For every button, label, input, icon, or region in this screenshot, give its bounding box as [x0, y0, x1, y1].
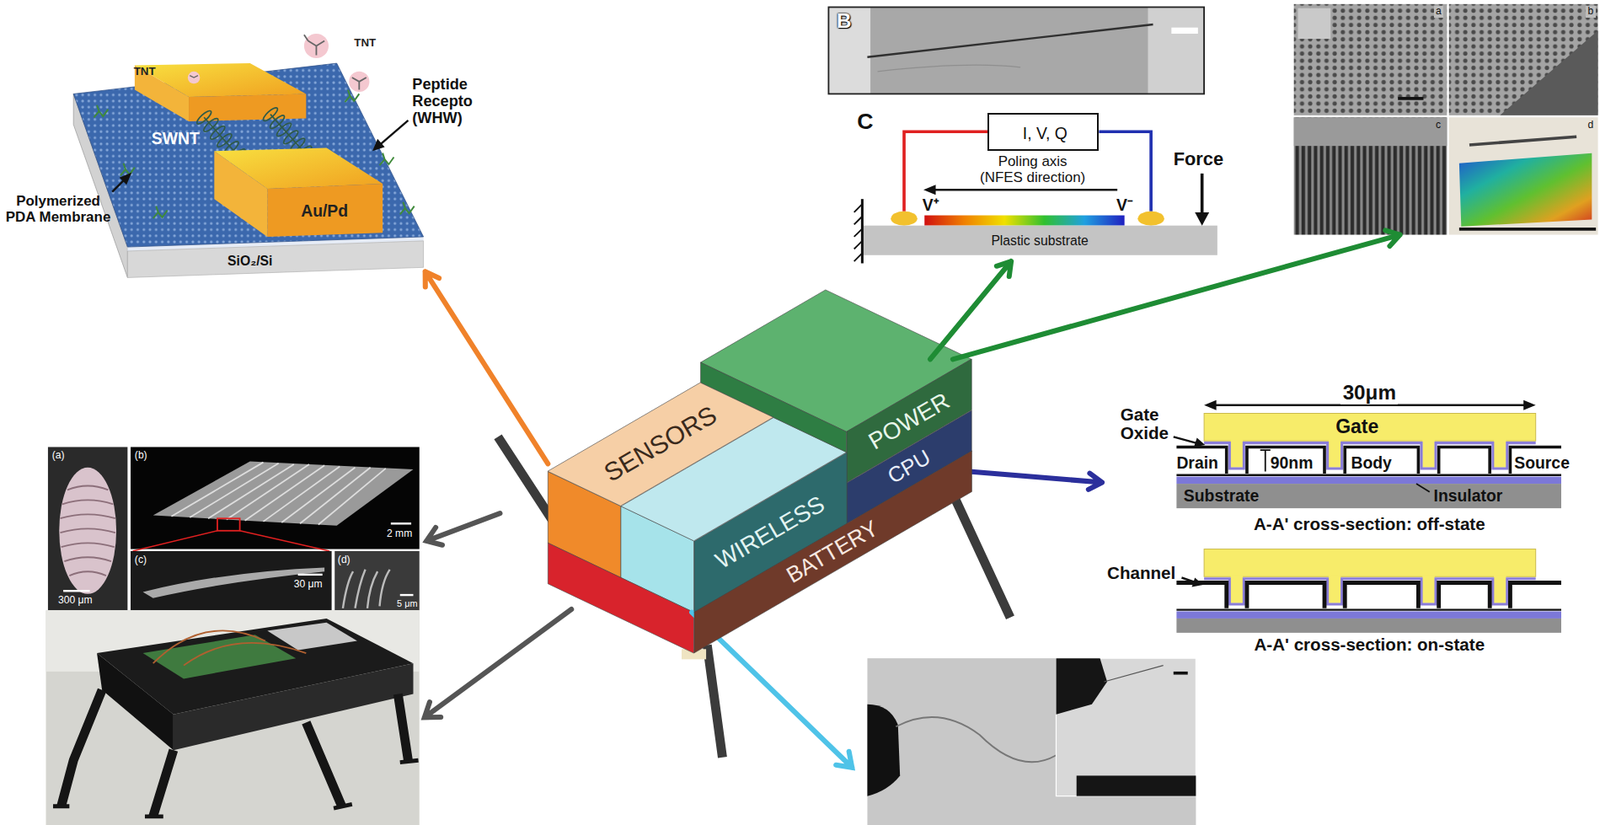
part-label: SWNT — [151, 129, 200, 148]
force-label: Force — [1173, 149, 1224, 170]
panel-letter: c — [1434, 119, 1444, 131]
battery-face: BATTERY — [694, 450, 972, 653]
part-label: Channel — [1107, 563, 1176, 584]
part-label: Substrate — [1183, 486, 1259, 505]
piezo-schematic — [854, 131, 1218, 263]
meter-label: I, V, Q — [1022, 124, 1068, 143]
part-label: SiO₂/Si — [227, 253, 273, 268]
sensors-face: SENSORS — [547, 382, 774, 506]
sem-image — [828, 6, 1205, 94]
part-label: Peptide Recepto (WHW) — [412, 75, 484, 127]
connector-arrow — [971, 471, 1103, 490]
part-label: Polymerized PDA Membrane — [1, 193, 114, 225]
part-label: Insulator — [1434, 486, 1504, 505]
panel-letter: b — [1585, 5, 1596, 17]
transistor-panel: 30μmGate Gate OxideDrain 90nm Body SourceSub… — [1102, 377, 1577, 659]
bio-micrographs — [48, 446, 420, 611]
panel-letter: (c) — [134, 554, 147, 566]
part-label: Source — [1514, 454, 1570, 472]
part-label: Drain — [1176, 454, 1219, 472]
face-fill — [694, 450, 972, 653]
scale-label: 5 μm — [396, 598, 418, 609]
section-caption: A-A' cross-section: off-state — [1253, 514, 1486, 535]
robot-photo — [45, 610, 419, 825]
substrate-label: Plastic substrate — [990, 233, 1088, 248]
sensor-panel: TNT TNT Peptide Recepto (WHW) SWNT Au/Pd Poly… — [1, 28, 487, 272]
connector-arrow — [425, 271, 549, 464]
panel-letter: d — [1585, 119, 1596, 131]
robot-body — [497, 289, 1011, 758]
terminal-label: V⁻ — [1116, 196, 1134, 215]
section-caption: A-A' cross-section: on-state — [1253, 635, 1485, 655]
molecule-label: TNT — [133, 65, 156, 79]
axis-label: Poling axis (NFES direction) — [975, 155, 1091, 187]
panel-letter: a — [1434, 5, 1445, 17]
part-label: Body — [1350, 454, 1392, 472]
micrograph-panel: a b c d — [1294, 4, 1600, 236]
part-label: Au/Pd — [300, 202, 348, 220]
meter-box: I, V, Q — [987, 112, 1099, 151]
micrograph-grid — [1294, 4, 1599, 236]
molecule-label: TNT — [353, 37, 376, 50]
transistor-cross-section — [1173, 400, 1562, 633]
panel-letter: (a) — [52, 449, 65, 461]
panel-letter: C — [856, 109, 873, 134]
sem-panel: B — [828, 6, 1205, 94]
probe-micrograph — [866, 658, 1196, 825]
tnt-sensor-illustration — [73, 33, 423, 278]
panel-letter: (d) — [337, 554, 351, 566]
dimension-label: 90nm — [1270, 454, 1314, 472]
terminal-label: V⁺ — [922, 196, 940, 215]
panel-letter: (b) — [134, 449, 148, 461]
connector-arrow — [952, 230, 1401, 359]
scale-label: 2 mm — [386, 528, 413, 540]
part-label: Gate — [1335, 417, 1379, 439]
scale-label: 30 μm — [294, 578, 323, 590]
bio-panel: (a) (b) (c) (d) 300 μm 2 mm 30 μm 5 μm — [48, 446, 421, 611]
part-label: Gate Oxide — [1120, 405, 1180, 444]
scale-label: 300 μm — [58, 594, 93, 606]
dimension-label: 30μm — [1340, 381, 1398, 405]
panel-letter: B — [836, 10, 852, 33]
piezo-panel: C Poling axis (NFES direction) V⁺ V⁻ ForcePl… — [852, 107, 1226, 262]
face-fill — [547, 382, 774, 506]
